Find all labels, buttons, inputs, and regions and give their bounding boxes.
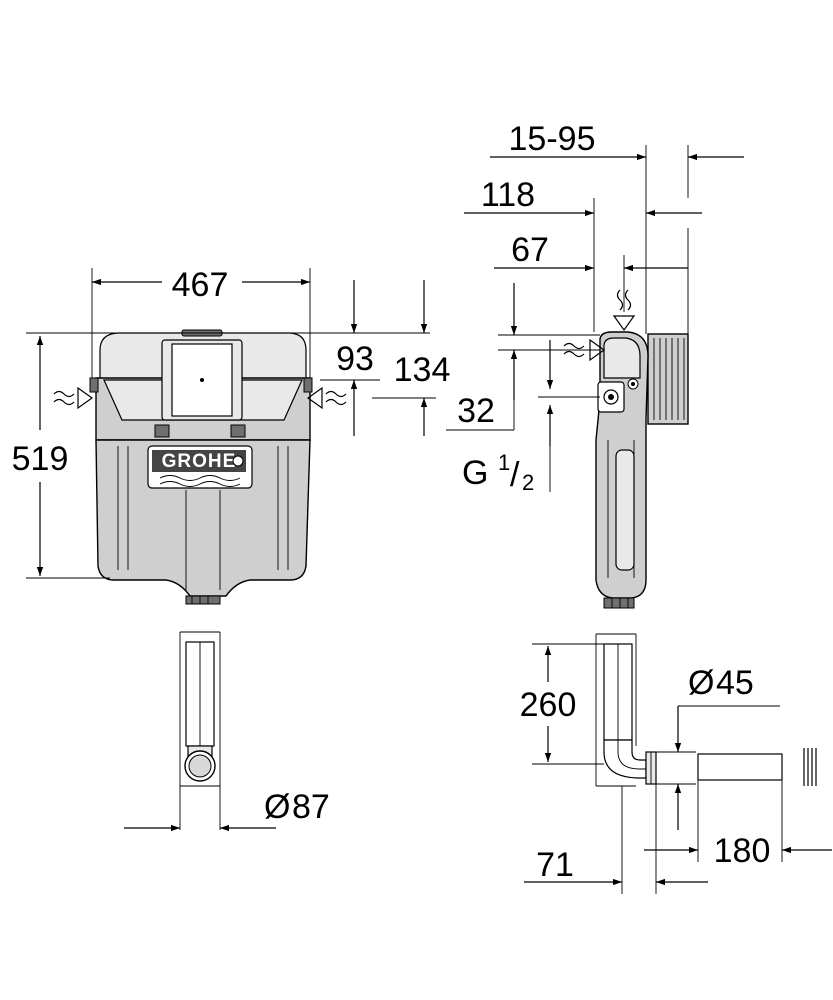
water-inlet-icon-right xyxy=(306,386,347,410)
thread-g-label: G xyxy=(462,454,488,492)
dim-15-95-label: 15-95 xyxy=(509,120,596,158)
dim-519-label: 519 xyxy=(12,440,69,478)
dim-467-label: 467 xyxy=(172,266,229,304)
dimension-inlet-93: 93 xyxy=(320,280,380,436)
thread-denominator: 2 xyxy=(522,470,534,495)
dimension-height-519: 519 xyxy=(12,332,430,579)
dim-87-label: 87 xyxy=(292,788,330,826)
dimension-pipe-260: 260 xyxy=(520,643,604,765)
dim-93-label: 93 xyxy=(336,340,374,378)
dim-67-label: 67 xyxy=(511,231,549,269)
cistern-side-view xyxy=(595,331,689,609)
dimension-flush-diameter-45: Ø 45 xyxy=(656,664,780,830)
dimension-pipe-180: 180 xyxy=(644,780,832,870)
dimension-outlet-diameter-87: Ø 87 xyxy=(124,788,330,832)
dimension-thread-g-half: G 1 / 2 xyxy=(462,340,600,495)
dimension-depth-118: 118 xyxy=(464,176,702,332)
dim-45-label: 45 xyxy=(716,664,754,702)
water-inlet-icon-top xyxy=(612,289,636,332)
flush-pipe-side xyxy=(595,633,817,894)
dimension-top-134: 134 xyxy=(372,280,450,436)
dim-87-diameter-symbol: Ø xyxy=(264,788,290,826)
dim-180-label: 180 xyxy=(714,832,771,870)
dim-134-label: 134 xyxy=(394,351,451,389)
dim-32-label: 32 xyxy=(457,392,495,430)
grohe-logo: GROHE xyxy=(147,445,253,489)
dimension-depth-67: 67 xyxy=(494,228,689,334)
dimension-width-467: 467 xyxy=(91,266,311,378)
dim-260-label: 260 xyxy=(520,686,577,724)
dimension-depth-15-95: 15-95 xyxy=(490,120,744,334)
dim-118-label: 118 xyxy=(481,176,535,214)
dim-45-diameter-symbol: Ø xyxy=(688,664,714,702)
thread-slash: / xyxy=(510,456,520,494)
grohe-logo-text: GROHE xyxy=(162,451,237,472)
dim-71-label: 71 xyxy=(536,846,574,884)
outlet-pipe-front xyxy=(179,631,221,830)
thread-numerator: 1 xyxy=(498,450,510,475)
dimension-offset-71: 71 xyxy=(524,784,708,894)
dimension-offset-32: 32 xyxy=(446,283,600,431)
water-inlet-icon-left xyxy=(53,386,94,410)
